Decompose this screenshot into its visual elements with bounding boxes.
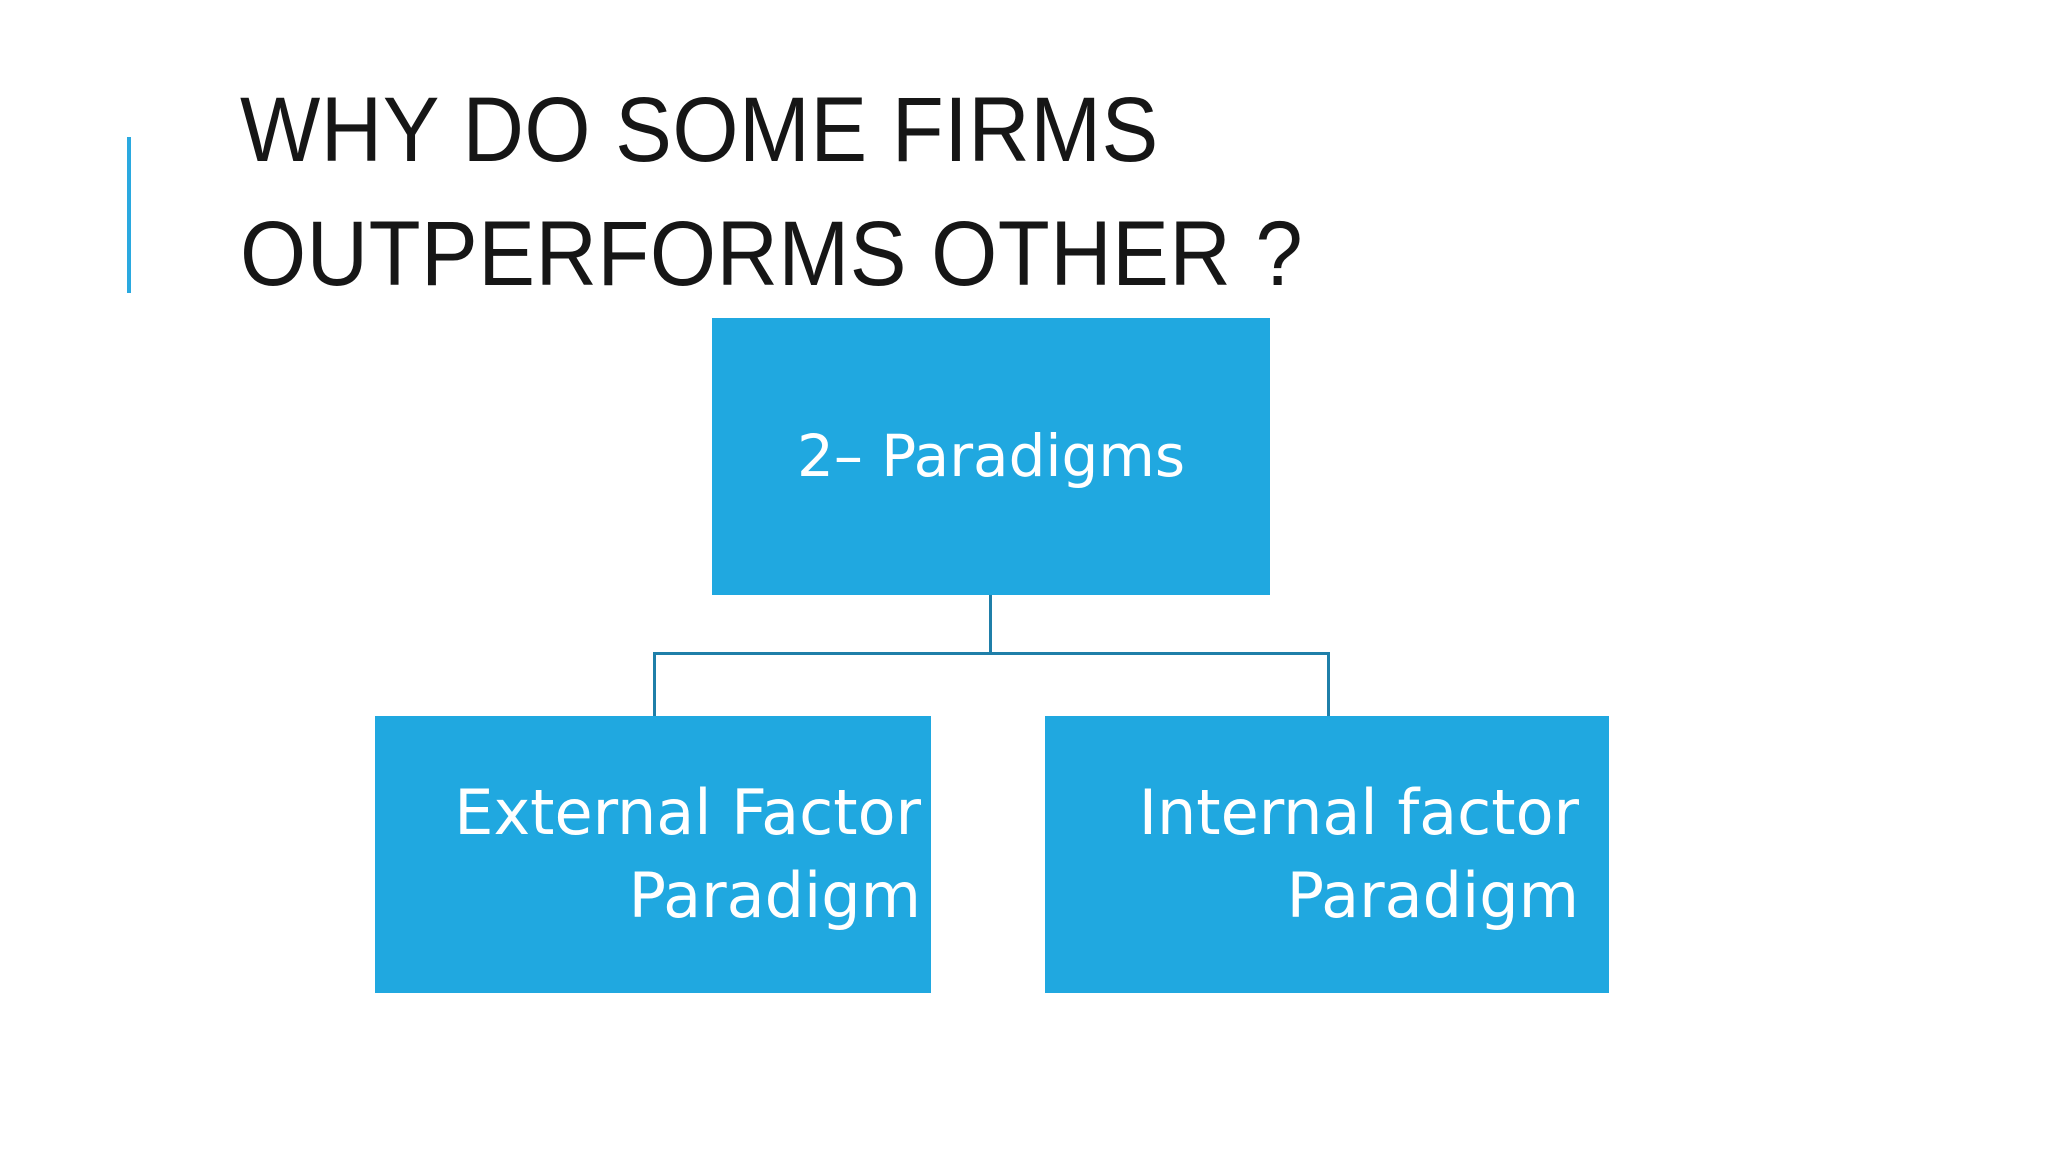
connector-root-stem [989, 594, 992, 654]
diagram-node-internal-factor-label: Internal factor Paradigm [1138, 776, 1579, 932]
diagram-node-internal-factor[interactable]: Internal factor Paradigm [1045, 716, 1609, 993]
connector-left-drop [653, 652, 656, 717]
diagram-node-root[interactable]: 2– Paradigms [712, 318, 1270, 595]
diagram-node-root-label: 2– Paradigms [796, 421, 1186, 490]
diagram-node-external-factor-label: External Factor Paradigm [454, 776, 921, 932]
diagram-node-external-factor[interactable]: External Factor Paradigm [375, 716, 931, 993]
page-title: WHY DO SOME FIRMS OUTPERFORMS OTHER ? [240, 78, 1304, 305]
connector-right-drop [1327, 652, 1330, 717]
connector-horizontal-bar [653, 652, 1330, 655]
title-accent-bar [127, 137, 131, 293]
